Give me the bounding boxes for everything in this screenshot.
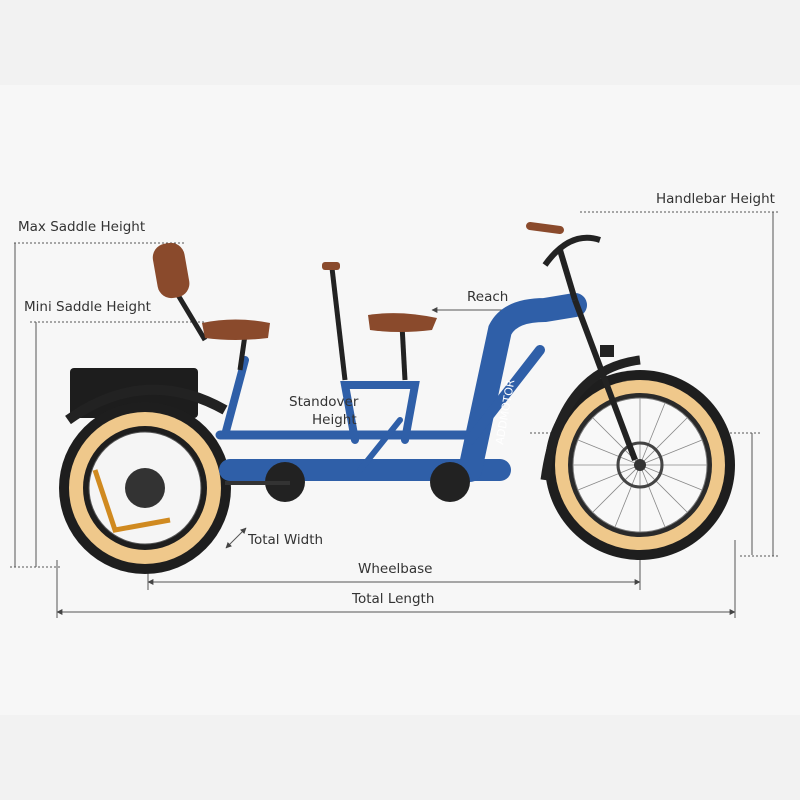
rear-fender xyxy=(65,384,228,425)
total-width-label: Total Width xyxy=(248,532,324,548)
fork-handlebar xyxy=(542,234,638,462)
front-crank xyxy=(430,462,470,502)
headlight xyxy=(600,345,614,357)
standover-label-2: Height xyxy=(312,412,357,428)
front-saddle xyxy=(368,313,437,332)
standover-label-1: Standover xyxy=(289,394,359,410)
mini-saddle-height-label: Mini Saddle Height xyxy=(24,299,151,315)
seatposts xyxy=(172,267,408,381)
total-width-arrow xyxy=(225,527,247,549)
reach-label: Reach xyxy=(467,289,509,305)
rear-saddle xyxy=(202,319,270,340)
dimension-lines xyxy=(10,211,780,618)
front-fender xyxy=(540,355,641,481)
front-wheel xyxy=(545,370,735,560)
total-length-label: Total Length xyxy=(352,591,435,607)
rear-wheel xyxy=(59,402,231,574)
wheelbase-label: Wheelbase xyxy=(358,561,433,577)
stoker-handlebar xyxy=(322,262,340,270)
handlebar-grip xyxy=(526,222,564,234)
rear-backrest xyxy=(152,242,190,299)
max-saddle-height-label: Max Saddle Height xyxy=(18,219,146,235)
handlebar-height-label: Handlebar Height xyxy=(656,191,775,207)
